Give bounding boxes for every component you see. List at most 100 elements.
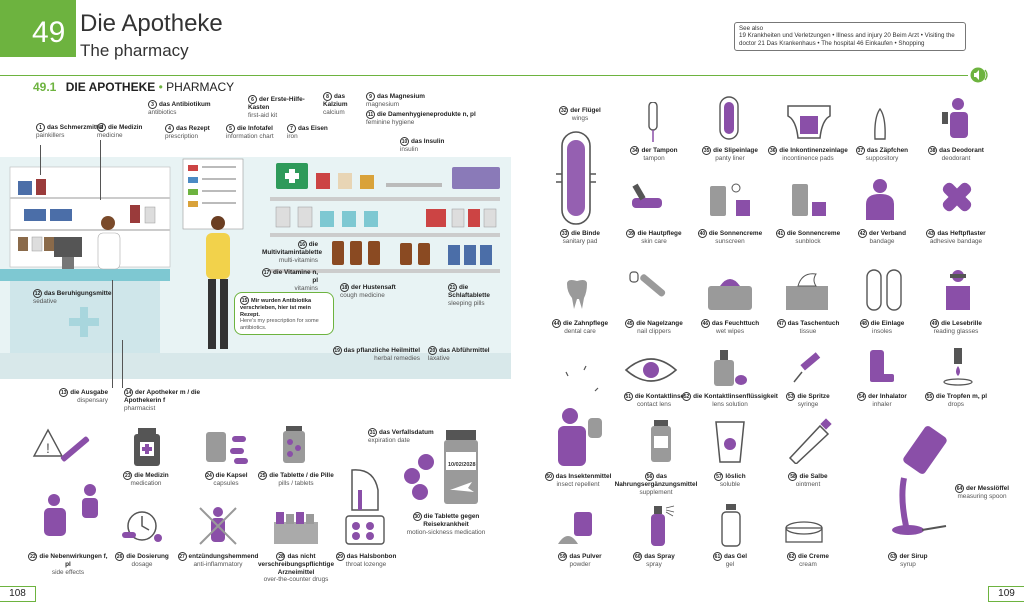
badge: 38 bbox=[928, 146, 938, 155]
en: calcium bbox=[323, 108, 345, 116]
badge: 18 bbox=[340, 283, 349, 292]
contact-lens-icon bbox=[624, 352, 678, 388]
de: die Einlage bbox=[870, 320, 905, 328]
en: skin care bbox=[641, 238, 667, 245]
de: das Beruhigungsmittel bbox=[44, 290, 114, 298]
de: das Spray bbox=[644, 553, 675, 561]
badge: 40 bbox=[697, 229, 707, 238]
badge: 1 bbox=[36, 123, 45, 132]
badge: 11 bbox=[366, 110, 375, 119]
badge: 50 bbox=[544, 472, 554, 481]
see-also-title: See also bbox=[739, 25, 764, 32]
badge: 52 bbox=[682, 392, 692, 401]
nail-clippers-icon bbox=[626, 268, 672, 312]
badge: 49 bbox=[930, 319, 940, 328]
sunblock-icon bbox=[790, 180, 830, 220]
en: sunblock bbox=[795, 238, 821, 245]
de: das nicht verschreibungspflichtige Arzne… bbox=[258, 553, 334, 576]
de: der Sirup bbox=[899, 553, 928, 561]
badge: 53 bbox=[786, 392, 796, 401]
badge: 48 bbox=[859, 319, 869, 328]
de: die Zahnpflege bbox=[562, 320, 609, 328]
section-header: 49.1 DIE APOTHEKE • PHARMACY bbox=[33, 80, 234, 94]
de: die Medizin bbox=[108, 124, 143, 132]
pills-tablets-icon bbox=[280, 426, 310, 466]
en: magnesium bbox=[366, 101, 400, 108]
side-effects-icon: ! bbox=[30, 428, 104, 546]
de: das Feuchttuch bbox=[711, 320, 760, 328]
en: over-the-counter drugs bbox=[263, 576, 329, 584]
en: tampon bbox=[643, 155, 665, 162]
badge: 26 bbox=[115, 552, 125, 561]
badge: 5 bbox=[226, 124, 235, 133]
en: powder bbox=[569, 561, 591, 568]
badge: 47 bbox=[776, 319, 786, 328]
supplement-icon bbox=[650, 420, 672, 464]
badge: 8 bbox=[323, 92, 332, 101]
spray-icon bbox=[648, 504, 678, 548]
reading-glasses-icon bbox=[940, 268, 974, 312]
en: insulin bbox=[400, 146, 419, 153]
badge: 57 bbox=[714, 472, 724, 481]
en: motion-sickness medication bbox=[406, 528, 486, 536]
de: Mir wurden Antibiotika verschrieben, hie… bbox=[240, 297, 312, 318]
de: das Abführmittel bbox=[439, 347, 490, 355]
en: painkillers bbox=[36, 132, 65, 139]
de: der Verband bbox=[869, 230, 906, 238]
page-number-left: 108 bbox=[0, 586, 36, 602]
de: der Inhalator bbox=[868, 393, 907, 401]
badge: 15 bbox=[240, 296, 249, 305]
de: das Insektenmittel bbox=[555, 473, 612, 481]
section-title-de: DIE APOTHEKE bbox=[65, 80, 156, 94]
insect-repellent-icon bbox=[546, 362, 612, 466]
badge: 31 bbox=[368, 428, 377, 437]
en: bandage bbox=[869, 238, 895, 245]
section-number: 49.1 bbox=[33, 80, 57, 94]
leader-line bbox=[122, 340, 123, 388]
gel-icon bbox=[718, 502, 744, 548]
tampon-icon bbox=[646, 101, 660, 142]
de: das Heftpflaster bbox=[937, 230, 986, 238]
en: cough medicine bbox=[340, 292, 385, 299]
en: nail clippers bbox=[637, 328, 671, 335]
en: side effects bbox=[51, 568, 85, 576]
suppository-icon bbox=[874, 107, 886, 140]
badge: 6 bbox=[248, 95, 257, 104]
en: sanitary pad bbox=[562, 238, 598, 245]
page-title-de: Die Apotheke bbox=[80, 10, 223, 37]
de: die Tropfen m, pl bbox=[935, 393, 988, 401]
de: die Ausgabe bbox=[70, 389, 108, 397]
pharmacy-scene bbox=[0, 157, 511, 379]
de: der Messlöffel bbox=[966, 485, 1009, 493]
de: der Tampon bbox=[641, 147, 678, 155]
en: soluble bbox=[719, 481, 741, 488]
audio-speaker-icon[interactable] bbox=[970, 67, 990, 83]
badge: 20 bbox=[428, 346, 437, 355]
badge: 35 bbox=[702, 146, 712, 155]
badge: 21 bbox=[448, 283, 457, 292]
en: multi-vitamins bbox=[278, 256, 318, 264]
anti-inflammatory-icon bbox=[198, 504, 238, 546]
de: die Medizin bbox=[134, 472, 169, 480]
